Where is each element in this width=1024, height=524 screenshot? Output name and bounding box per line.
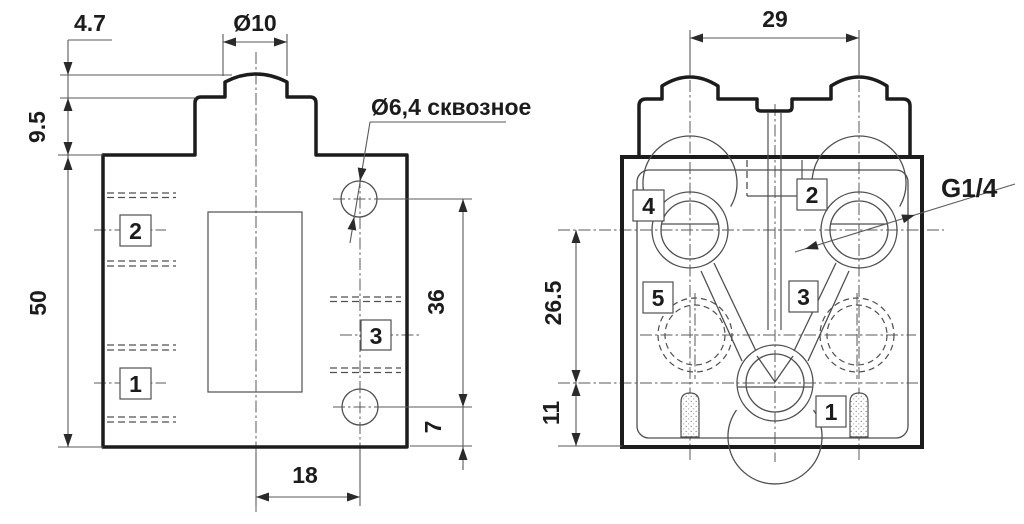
dim-7: 7 [420, 421, 446, 434]
y-web [700, 262, 850, 384]
port-2-bore [820, 191, 898, 269]
mounting-slot-left [680, 392, 700, 438]
through-hole-note-text: Ø6,4 сквозное [371, 94, 531, 120]
port-4-bore [651, 191, 729, 269]
hidden-port-lines [107, 192, 401, 423]
bottom-port-labels: 4 2 5 3 1 [632, 178, 847, 428]
thread-note-text: G1/4 [941, 173, 998, 203]
dim-36: 36 [423, 289, 449, 315]
dim-18: 18 [292, 462, 318, 488]
front-body-outline [101, 72, 409, 449]
dim-4-7: 4.7 [74, 10, 106, 36]
dim-29: 29 [762, 6, 788, 32]
front-port-2-label: 2 [129, 218, 142, 244]
port-1-bore [736, 344, 814, 422]
dim-9-5: 9.5 [24, 111, 50, 143]
bottom-port-4-label: 4 [642, 193, 655, 219]
bottom-port-5-label: 5 [652, 285, 665, 311]
pocket-boundary [636, 169, 909, 439]
dim-11: 11 [538, 401, 564, 426]
top-channel-lines [746, 112, 803, 330]
label-plate [207, 211, 303, 393]
mounting-slot-right [849, 392, 869, 438]
bottom-body-outline [620, 155, 924, 449]
hole-position-dims: 36 7 [376, 198, 472, 470]
port-3-hidden-bore [819, 297, 895, 373]
front-port-1-label: 1 [129, 371, 142, 397]
left-dimension-stack: 4.7 9.5 50 [24, 10, 232, 448]
dim-50: 50 [25, 290, 51, 316]
bottom-view: 4 2 5 3 1 29 26.5 11 [538, 6, 1016, 485]
dim-26-5: 26.5 [540, 280, 566, 325]
port-offset-dims: 26.5 11 [538, 230, 622, 447]
front-port-3-label: 3 [370, 323, 383, 349]
front-view: 2 1 3 4.7 9.5 50 [24, 10, 531, 512]
bottom-port-3-label: 3 [797, 284, 810, 310]
dim-dia10: Ø10 [233, 10, 276, 36]
plunger-diameter-dim: Ø10 [222, 10, 288, 76]
thread-note: G1/4 [794, 173, 1016, 253]
bottom-cap-outline [637, 75, 912, 159]
plunger-spacing-dim: 29 [689, 6, 860, 76]
through-hole-note: Ø6,4 сквозное [347, 94, 531, 244]
bottom-port-2-label: 2 [806, 182, 819, 208]
port-5-hidden-bore [657, 297, 733, 373]
hole-offset-dim: 18 [255, 450, 361, 506]
bottom-port-1-label: 1 [825, 399, 838, 425]
front-port-labels: 2 1 3 [119, 214, 392, 400]
